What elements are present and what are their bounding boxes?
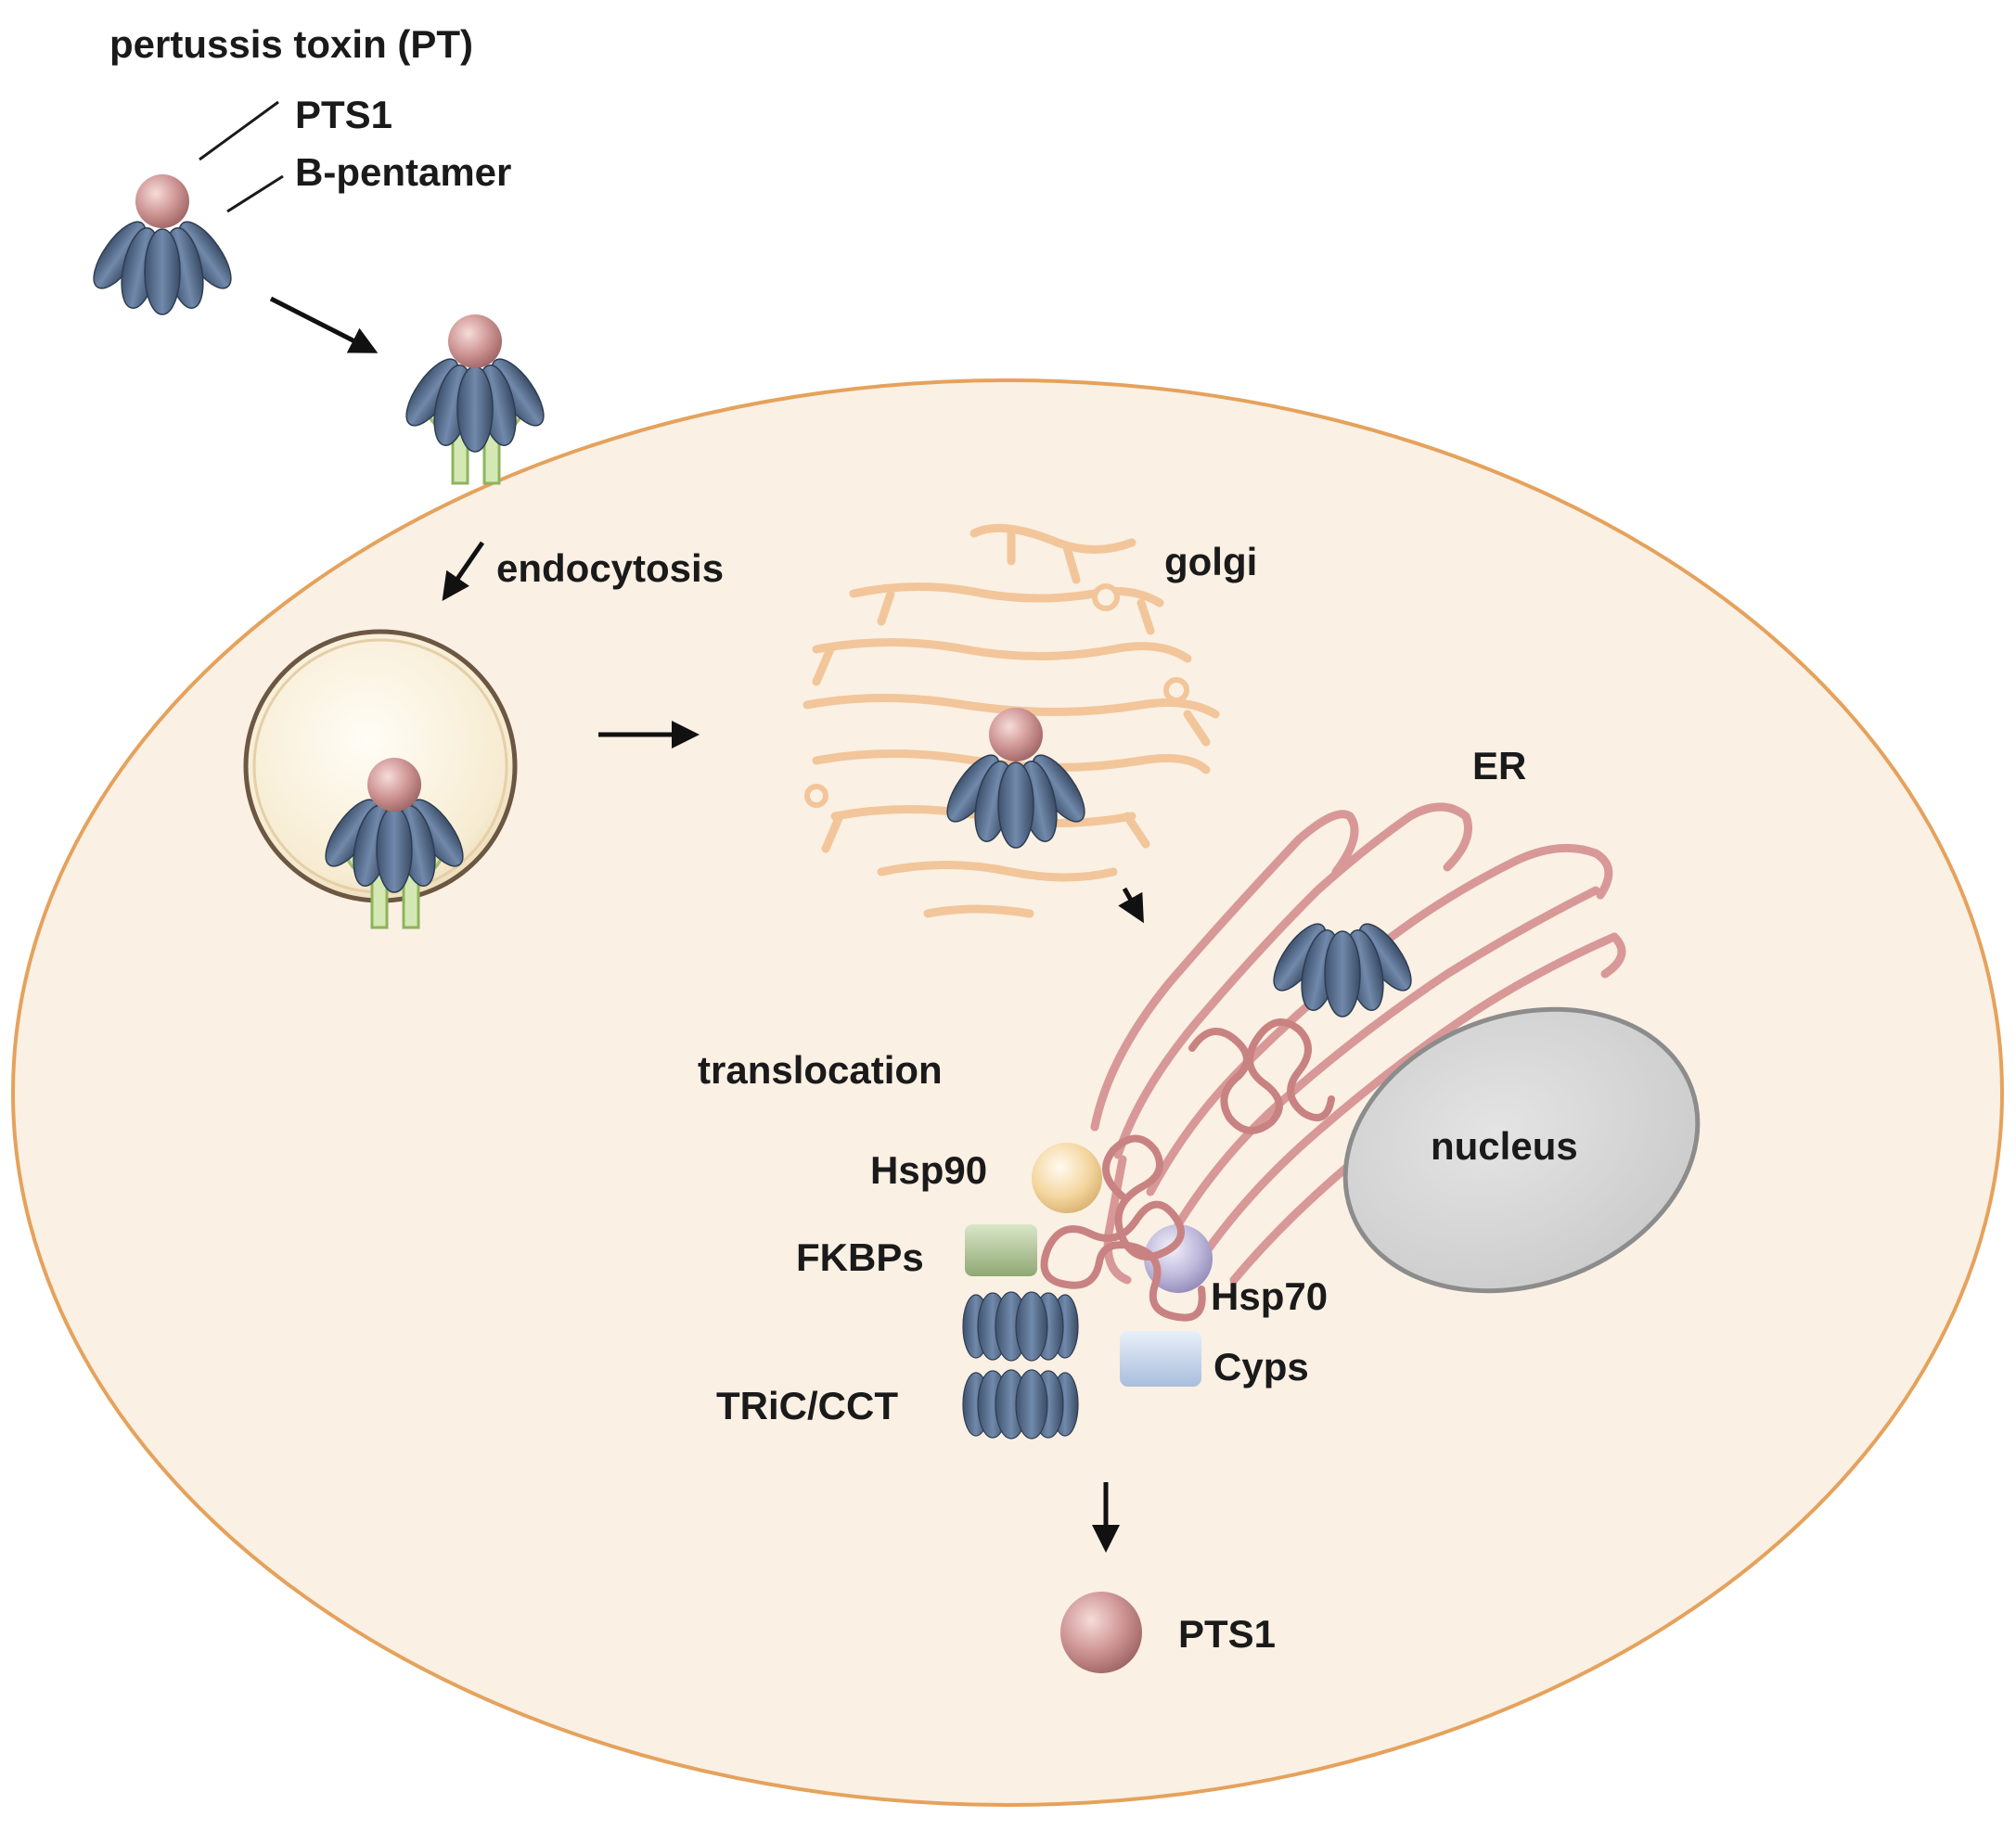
er-label: ER [1472,744,1526,787]
b-pentamer-leader-line [226,174,284,213]
unfolded-pts1-er [1188,1018,1335,1134]
b-pentamer-label: B-pentamer [295,150,511,194]
endocytosis-arrow [442,541,485,601]
nucleus [1342,1006,1701,1294]
translocation-label: translocation [698,1048,943,1092]
title-label: pertussis toxin (PT) [109,22,473,66]
hsp70-sphere [1144,1224,1213,1293]
endocytosis-label: endocytosis [496,546,724,590]
golgi-label: golgi [1164,540,1257,583]
pt-holotoxin-free [83,174,241,315]
pt-in-golgi [937,708,1095,849]
pt-bound-receptor [396,314,554,483]
pts1-released [1060,1592,1142,1673]
hsp90-label: Hsp90 [870,1148,987,1192]
fkbps-box [965,1224,1037,1276]
translocating-pts1-chain [1040,1134,1206,1322]
fkbps-label: FKBPs [796,1235,924,1279]
golgi-vesicle [804,784,828,808]
cyps-box [1120,1331,1201,1387]
nucleus-label: nucleus [1431,1124,1578,1168]
pts1-label-top: PTS1 [295,93,392,136]
hsp70-label: Hsp70 [1211,1274,1328,1318]
tric-cct-label: TRiC/CCT [716,1384,898,1427]
pt-in-endosome [315,758,473,928]
cyps-label: Cyps [1213,1345,1309,1388]
pts1-leader-line [199,100,279,161]
hsp90-sphere [1032,1143,1102,1213]
to-er-arrow [1118,887,1144,924]
golgi-vesicle [1163,677,1189,703]
binding-arrow [269,296,379,353]
golgi-vesicle [1092,583,1120,611]
pts1-label-bottom: PTS1 [1178,1612,1276,1656]
